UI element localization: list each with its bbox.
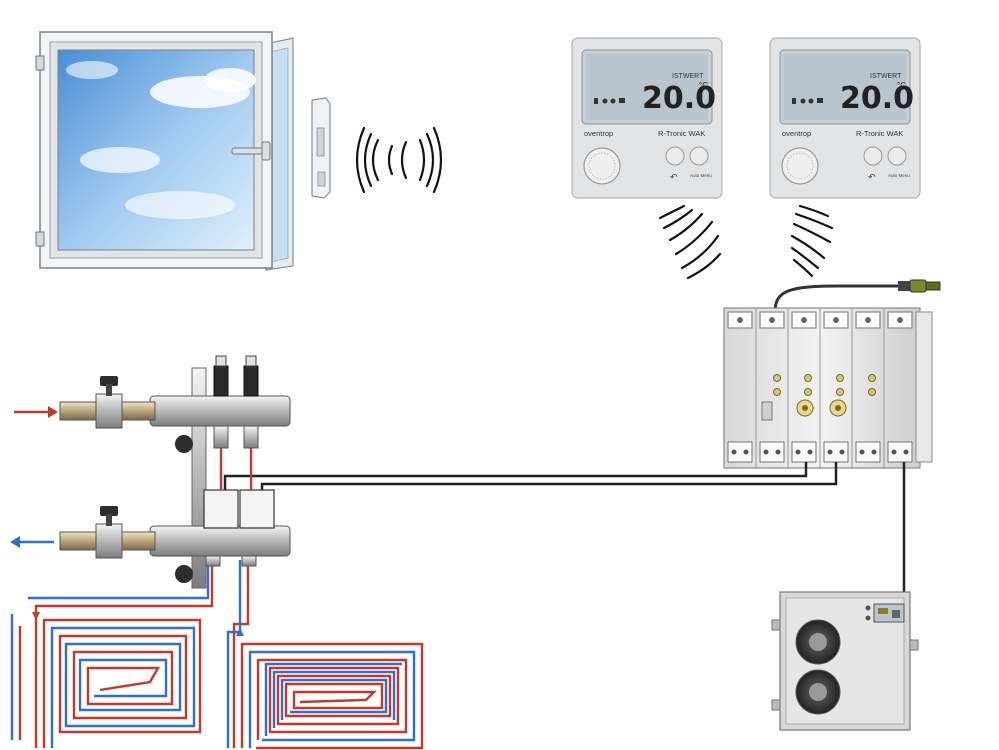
lcd-status-icons [594, 98, 625, 104]
temperature-readout: 20.0 [840, 81, 914, 116]
temperature-unit: °C [699, 81, 708, 90]
temperature-readout: 20.0 [642, 81, 716, 116]
brand-label: oventrop [584, 129, 613, 138]
control-unit-icon [723, 279, 941, 469]
auto-menu-label: Auto Menu [690, 173, 712, 178]
lcd-label: ISTWERT [672, 73, 704, 80]
lcd-label: ISTWERT [870, 73, 902, 80]
model-label: R-Tronic WAK [856, 129, 903, 138]
thermostat-dial[interactable] [583, 147, 621, 185]
wireless-signal-icon [790, 204, 834, 278]
auto-menu-button[interactable] [887, 146, 907, 166]
auto-menu-label: Auto Menu [888, 173, 910, 178]
supply-arrow-icon [14, 406, 58, 418]
distribution-manifold-icon [59, 355, 291, 589]
wireless-signal-icon [658, 204, 722, 280]
window-contact-sensor-icon [311, 97, 331, 199]
room-thermostat-left: ISTWERT 20.0 °C oventrop R-Tronic WAK ↶ … [571, 37, 723, 199]
flow-direction-arrows [32, 612, 244, 636]
thermostat-dial[interactable] [781, 147, 819, 185]
heat-pump-icon [771, 591, 919, 731]
back-arrow-icon: ↶ [670, 172, 678, 182]
floor-heating-loop-icon [10, 560, 424, 750]
control-wires [223, 462, 906, 592]
back-arrow-icon: ↶ [868, 172, 876, 182]
lcd-status-icons [792, 98, 823, 104]
back-button[interactable] [665, 146, 685, 166]
wireless-signal-icon [355, 126, 443, 194]
model-label: R-Tronic WAK [658, 129, 705, 138]
window-icon [35, 31, 294, 271]
return-arrow-icon [10, 536, 54, 548]
room-thermostat-right: ISTWERT 20.0 °C oventrop R-Tronic WAK ↶ … [769, 37, 921, 199]
brand-label: oventrop [782, 129, 811, 138]
auto-menu-button[interactable] [689, 146, 709, 166]
back-button[interactable] [863, 146, 883, 166]
temperature-unit: °C [897, 81, 906, 90]
